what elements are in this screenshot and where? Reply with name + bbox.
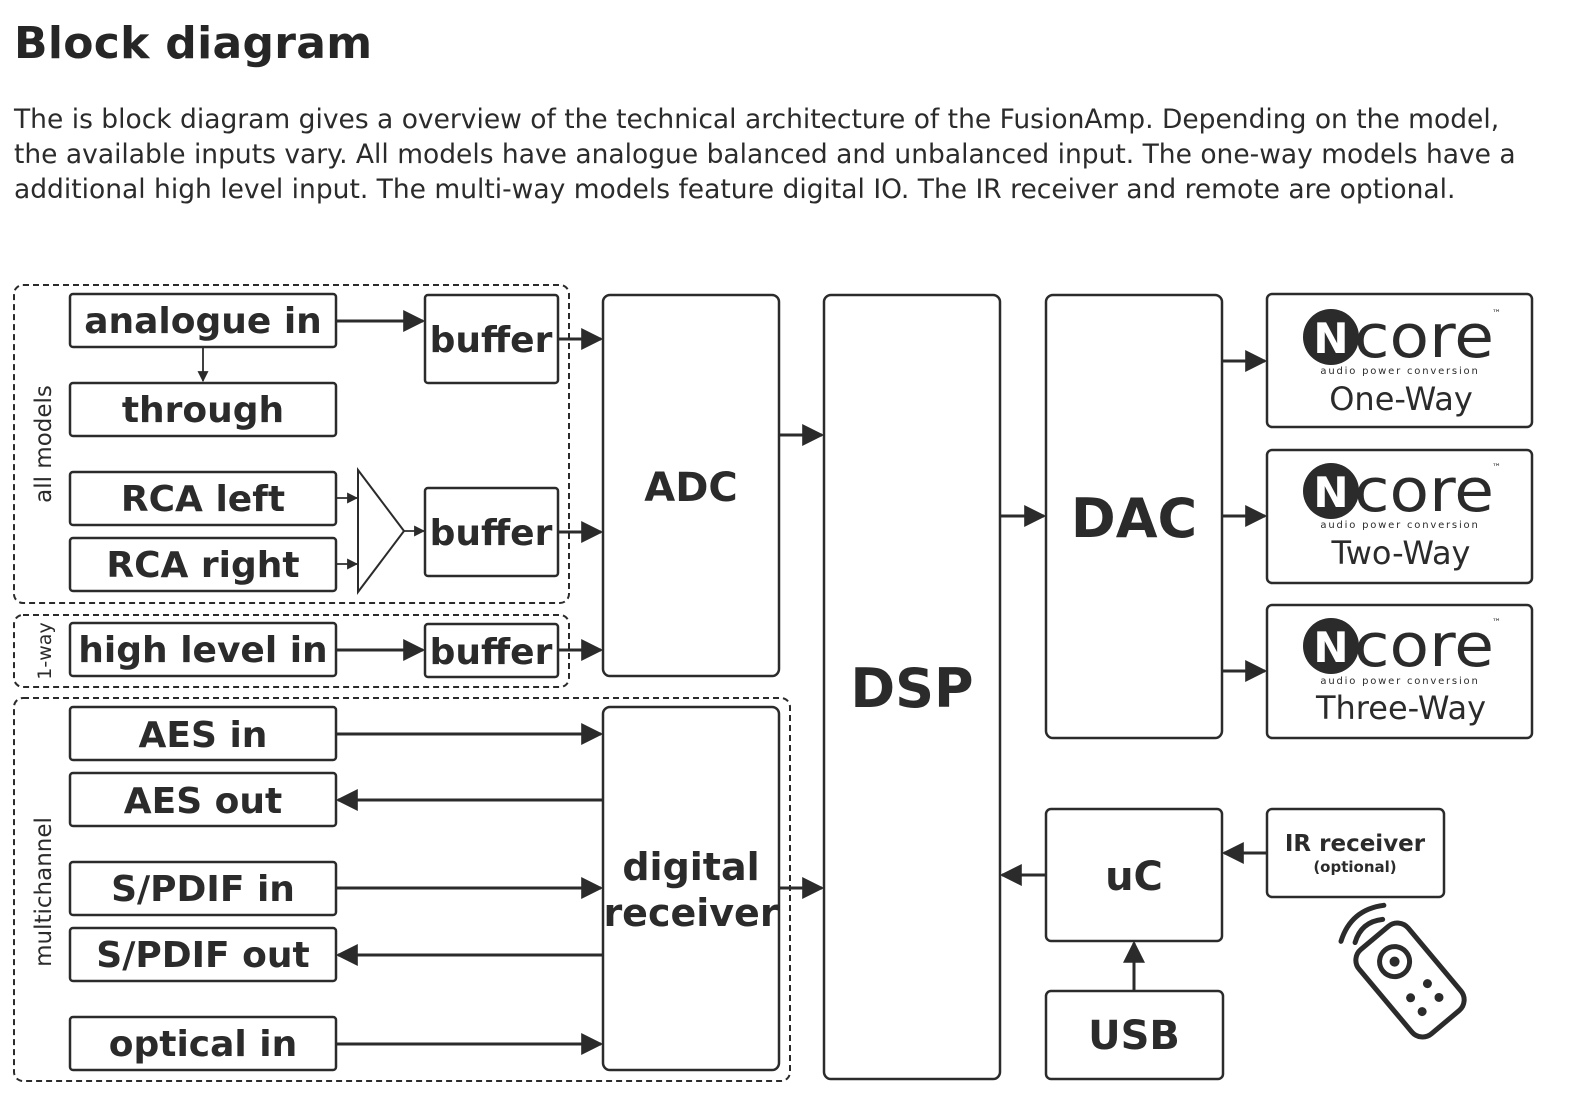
- ncore-logo-subtitle: audio power conversion: [1320, 520, 1479, 531]
- optical-in-label: optical in: [109, 1024, 298, 1065]
- high-level-in-label: high level in: [78, 630, 327, 671]
- usb-label: USB: [1088, 1013, 1180, 1059]
- intro-paragraph: The is block diagram gives a overview of…: [14, 102, 1574, 207]
- aes-out-label: AES out: [124, 781, 282, 822]
- summing-amplifier: [357, 467, 406, 595]
- rca-right-label: RCA right: [106, 545, 299, 586]
- ncore-logo-circle: [1303, 309, 1359, 365]
- amp-one-way: N core ™ audio power conversion One-Way: [1265, 292, 1534, 429]
- dsp-label: DSP: [850, 657, 973, 720]
- analogue-in-label: analogue in: [84, 301, 322, 342]
- dac-label: DAC: [1071, 487, 1197, 550]
- ncore-logo-letter: N: [1313, 314, 1348, 363]
- spdif-out-label: S/PDIF out: [96, 935, 309, 976]
- ncore-logo-tm: ™: [1492, 463, 1501, 473]
- group-label-one-way: 1-way: [34, 622, 56, 679]
- buffer-analogue-label: buffer: [430, 320, 553, 361]
- group-all-models: [13, 284, 570, 604]
- ncore-logo-letter: N: [1313, 623, 1348, 672]
- buffer-rca-label: buffer: [430, 513, 553, 554]
- ncore-logo-text: core: [1354, 456, 1494, 526]
- intro-line: additional high level input. The multi-w…: [14, 174, 1456, 205]
- ncore-logo-letter: N: [1313, 468, 1348, 517]
- ncore-logo-tm: ™: [1492, 618, 1501, 628]
- ncore-logo-text: core: [1354, 611, 1494, 681]
- remote-control-icon: [1338, 902, 1467, 1040]
- group-label-multichannel: multichannel: [31, 817, 57, 967]
- ncore-logo-text: core: [1354, 302, 1494, 372]
- amp-three-way: N core ™ audio power conversion Three-Wa…: [1265, 603, 1534, 740]
- group-label-all-models: all models: [31, 385, 57, 503]
- aes-in-label: AES in: [139, 715, 268, 756]
- ncore-logo-subtitle: audio power conversion: [1320, 366, 1479, 377]
- ncore-logo-circle: [1303, 618, 1359, 674]
- adc-block: [601, 293, 781, 678]
- intro-line: The is block diagram gives a overview of…: [14, 104, 1500, 135]
- rca-left-label: RCA left: [121, 479, 285, 520]
- amp-three-way-label: Three-Way: [1315, 689, 1486, 727]
- amp-two-way-label: Two-Way: [1331, 534, 1471, 572]
- ncore-logo-tm: ™: [1492, 309, 1501, 319]
- digital-receiver-label-line2: receiver: [603, 891, 778, 935]
- through-label: through: [122, 390, 284, 431]
- page-title: Block diagram: [14, 18, 373, 69]
- amp-one-way-label: One-Way: [1329, 380, 1473, 418]
- ir-receiver-label: IR receiver: [1285, 831, 1426, 857]
- digital-receiver-label-line1: digital: [622, 845, 759, 889]
- uc-label: uC: [1105, 854, 1163, 900]
- intro-line: the available inputs vary. All models ha…: [14, 139, 1516, 170]
- ncore-logo-subtitle: audio power conversion: [1320, 676, 1479, 687]
- amp-two-way: N core ™ audio power conversion Two-Way: [1265, 448, 1534, 585]
- dsp-block: [822, 293, 1002, 1081]
- buffer-high-level-label: buffer: [430, 632, 553, 673]
- ncore-logo-circle: [1303, 463, 1359, 519]
- through-box: [68, 381, 338, 438]
- ir-optional-label: (optional): [1313, 858, 1396, 876]
- spdif-in-label: S/PDIF in: [111, 869, 295, 910]
- adc-label: ADC: [644, 465, 738, 511]
